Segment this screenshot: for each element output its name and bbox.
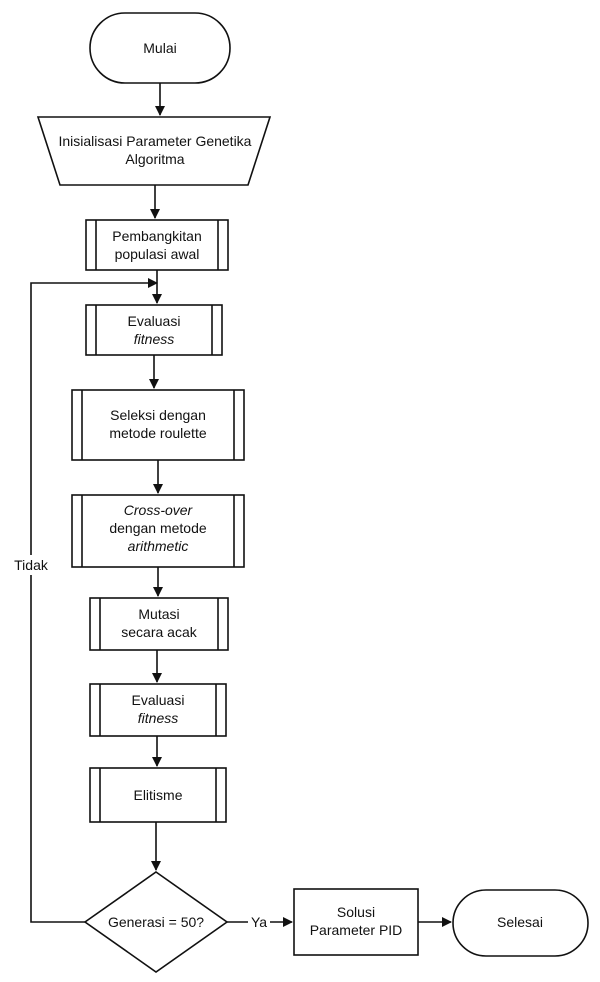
start-label: Mulai — [143, 40, 176, 56]
eval1-line2: fitness — [134, 331, 174, 347]
decision-label: Generasi = 50? — [108, 914, 204, 930]
init-pop-line2: populasi awal — [115, 246, 200, 262]
yes-label: Ya — [251, 914, 267, 930]
crossover-line1: Cross-over — [124, 502, 194, 518]
mutation-line1: Mutasi — [138, 606, 179, 622]
eval2-line1: Evaluasi — [132, 692, 185, 708]
no-label: Tidak — [14, 557, 49, 573]
evaluate-fitness-process-1: Evaluasi fitness — [85, 304, 223, 356]
crossover-line3: arithmetic — [128, 538, 189, 554]
init-label-line2: Algoritma — [125, 151, 184, 167]
evaluate-fitness-process-2: Evaluasi fitness — [89, 683, 227, 737]
solution-line2: Parameter PID — [310, 922, 403, 938]
decision-diamond: Generasi = 50? — [83, 871, 229, 973]
mutation-line2: secara acak — [121, 624, 197, 640]
selection-line2: metode roulette — [109, 425, 206, 441]
init-pop-line1: Pembangkitan — [112, 228, 202, 244]
crossover-line2: dengan metode — [109, 520, 207, 536]
solution-process: Solusi Parameter PID — [293, 888, 419, 956]
init-parameter-shape: Inisialisasi Parameter Genetika Algoritm… — [36, 116, 272, 186]
eval1-line1: Evaluasi — [128, 313, 181, 329]
mutation-process: Mutasi secara acak — [89, 597, 229, 651]
init-population-process: Pembangkitan populasi awal — [85, 219, 229, 271]
crossover-process: Cross-over dengan metode arithmetic — [71, 494, 245, 568]
elitism-label: Elitisme — [133, 787, 182, 803]
end-label: Selesai — [497, 914, 543, 930]
selection-process: Seleksi dengan metode roulette — [71, 389, 245, 461]
end-terminator: Selesai — [452, 889, 589, 957]
selection-line1: Seleksi dengan — [110, 407, 206, 423]
init-label-line1: Inisialisasi Parameter Genetika — [59, 133, 252, 149]
arrow-decision-no-loop — [30, 278, 158, 923]
eval2-line2: fitness — [138, 710, 178, 726]
elitism-process: Elitisme — [89, 767, 227, 823]
solution-line1: Solusi — [337, 904, 375, 920]
start-terminator: Mulai — [89, 12, 231, 84]
